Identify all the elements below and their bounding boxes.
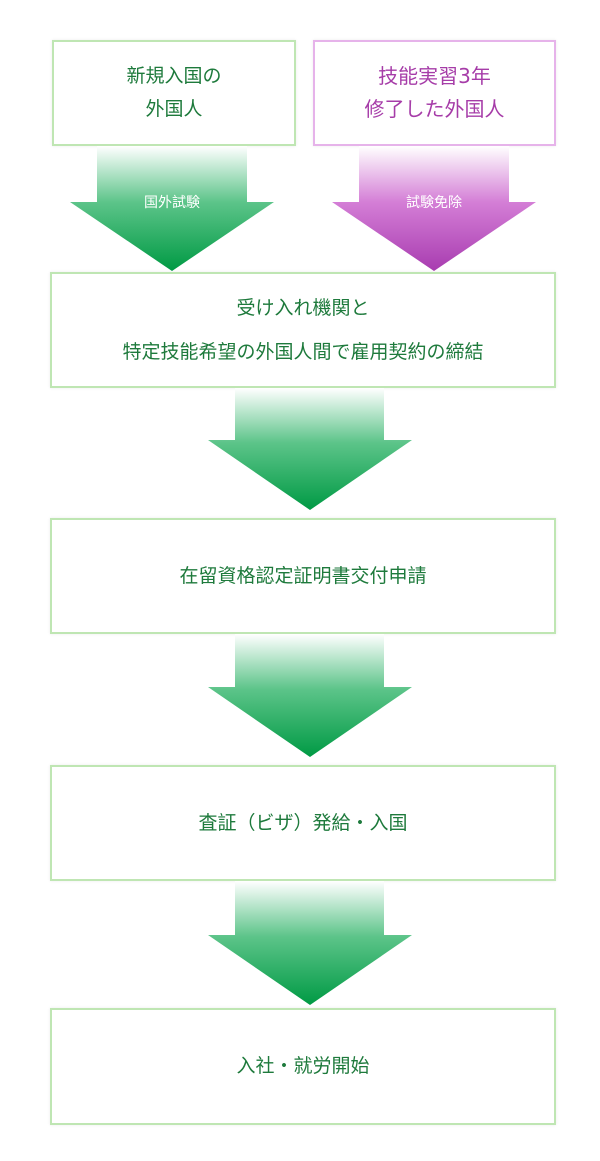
step-line: 特定技能希望の外国人間で雇用契約の締結 bbox=[122, 341, 484, 363]
step-line: 受け入れ機関と bbox=[236, 297, 370, 319]
step-coe-application: 在留資格認定証明書交付申請 bbox=[50, 518, 556, 634]
step-visa-entry: 査証（ビザ）発給・入国 bbox=[50, 765, 556, 881]
source-line: 技能実習3年 bbox=[378, 64, 491, 88]
step-line: 入社・就労開始 bbox=[236, 1055, 370, 1077]
step-start-work: 入社・就労開始 bbox=[50, 1008, 556, 1125]
step-contract: 受け入れ機関と特定技能希望の外国人間で雇用契約の締結 bbox=[50, 272, 556, 388]
source-line: 修了した外国人 bbox=[364, 97, 505, 121]
source-line: 外国人 bbox=[145, 98, 203, 120]
arrow-label: 国外試験 bbox=[144, 195, 200, 211]
source-box-trainee: 技能実習3年修了した外国人 bbox=[313, 40, 556, 146]
arrow-down bbox=[208, 881, 412, 1005]
step-line: 在留資格認定証明書交付申請 bbox=[179, 564, 427, 587]
source-box-new-entry: 新規入国の外国人 bbox=[52, 40, 296, 146]
arrow-exempt: 試験免除 bbox=[332, 146, 536, 271]
arrow-down bbox=[208, 388, 412, 510]
source-line: 新規入国の bbox=[126, 65, 222, 87]
arrow-down bbox=[208, 634, 412, 757]
arrow-label: 試験免除 bbox=[406, 195, 462, 211]
arrow-exam: 国外試験 bbox=[70, 146, 274, 271]
step-line: 査証（ビザ）発給・入国 bbox=[198, 811, 408, 834]
